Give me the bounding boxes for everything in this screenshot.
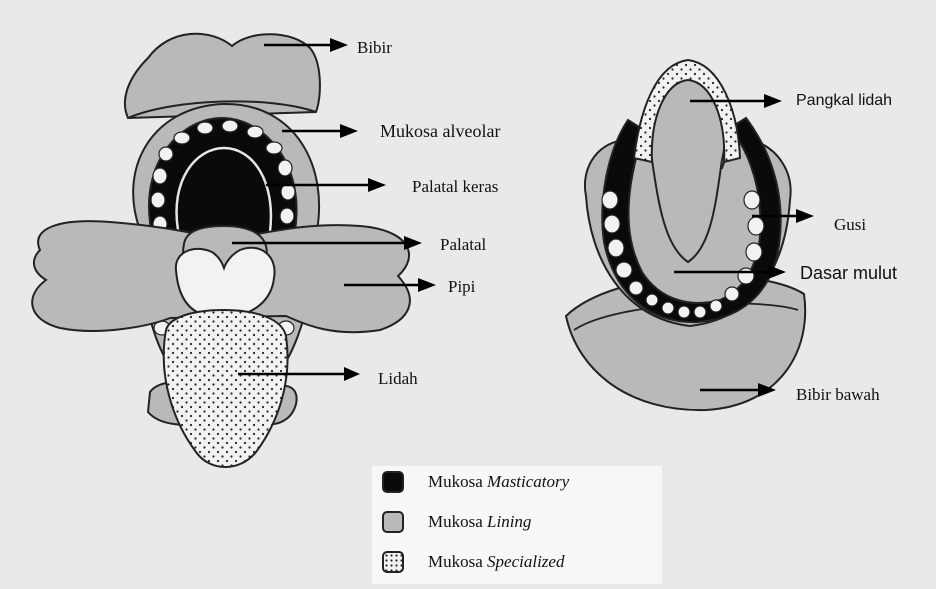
label-palatal: Palatal bbox=[440, 236, 486, 253]
legend-swatch-specialized bbox=[382, 551, 404, 573]
label-pangkal-lidah: Pangkal lidah bbox=[796, 93, 892, 109]
legend-swatch-masticatory bbox=[382, 471, 404, 493]
label-bibir: Bibir bbox=[357, 39, 392, 56]
label-mukosa-alveolar: Mukosa alveolar bbox=[380, 122, 500, 140]
upper-mouth-figure bbox=[32, 34, 410, 467]
legend-item-lining: Mukosa Lining bbox=[382, 511, 531, 533]
legend-item-masticatory: Mukosa Masticatory bbox=[382, 471, 569, 493]
tongue bbox=[164, 310, 288, 467]
label-pipi: Pipi bbox=[448, 278, 475, 295]
label-bibir-bawah: Bibir bawah bbox=[796, 386, 880, 403]
label-lidah: Lidah bbox=[378, 370, 418, 387]
label-dasar-mulut: Dasar mulut bbox=[800, 264, 897, 282]
legend-swatch-lining bbox=[382, 511, 404, 533]
label-gusi: Gusi bbox=[834, 216, 866, 233]
legend-text-specialized: Mukosa Specialized bbox=[428, 552, 564, 572]
lower-mouth-figure bbox=[566, 60, 805, 410]
label-palatal-keras: Palatal keras bbox=[412, 178, 498, 195]
legend-text-lining: Mukosa Lining bbox=[428, 512, 531, 532]
legend-item-specialized: Mukosa Specialized bbox=[382, 551, 564, 573]
legend-text-masticatory: Mukosa Masticatory bbox=[428, 472, 569, 492]
